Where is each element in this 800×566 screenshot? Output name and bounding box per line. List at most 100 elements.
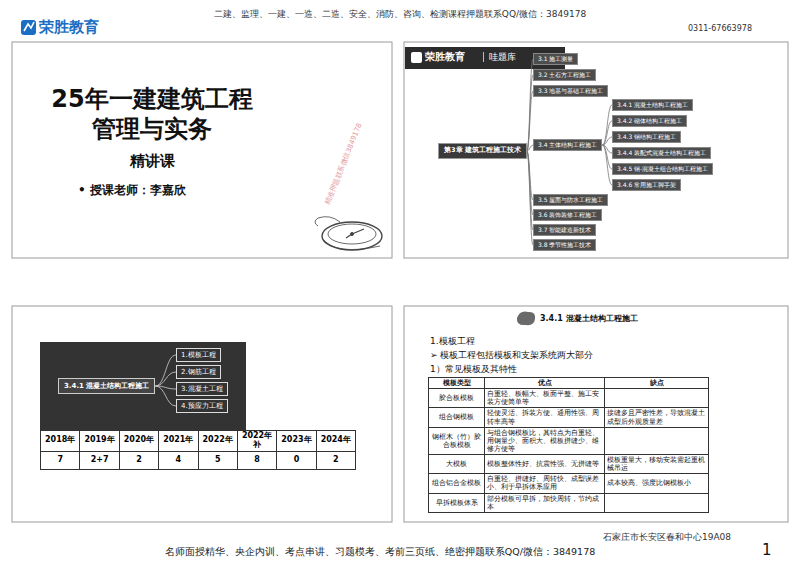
table-cell: 自重轻、板幅大、板面平整、施工安装方便简单等 <box>487 390 602 406</box>
table-cell: 2018年 <box>43 436 77 445</box>
table-cell: 早拆模板体系 <box>431 499 482 507</box>
logo-icon <box>411 52 422 63</box>
clock-illustration <box>315 217 382 250</box>
title-icon <box>517 312 535 326</box>
slide-text: 1 <box>762 542 772 559</box>
slide-text: 二建、监理、一建、一造、二造、安全、消防、咨询、检测课程押题联系QQ/微信：38… <box>0 9 800 19</box>
slide-panel <box>404 306 788 522</box>
topic-box: 3.1 施工测量 <box>533 53 578 65</box>
connector <box>155 372 176 386</box>
table-cell: 4 <box>161 456 195 465</box>
table-cell: 成本较高、强度比钢模板小 <box>607 479 706 487</box>
table-cell: 自重轻、拼缝好、周转快、成型误差小、利于早拆体系应用 <box>487 475 602 491</box>
slide-text: 荣胜教育 <box>425 51 465 63</box>
slide-text: 0311-67663978 <box>688 24 752 33</box>
table-cell: 2 <box>122 456 156 465</box>
topic-text: 4.预应力工程 <box>181 402 223 410</box>
topic-box: 3.4 主体结构工程施工 <box>533 139 602 151</box>
slide-text: 管理与实务 <box>12 116 292 144</box>
topic-box: 3.混凝土工程 <box>176 382 228 395</box>
topic-box: 3.7 智能建造新技术 <box>533 224 596 236</box>
topic-text: 3.8 季节性施工技术 <box>538 241 591 248</box>
table-cell: 胶合板模板 <box>431 394 482 402</box>
topic-text: 3.4 主体结构工程施工 <box>538 141 597 148</box>
slide-text: 哇题库 <box>483 52 516 62</box>
topic-box: 3.4.5 钢-混凝土组合结构工程施工 <box>612 163 713 175</box>
table-cell: 2024年 <box>319 436 353 445</box>
topic-text: 3.7 智能建造新技术 <box>538 226 591 233</box>
table-cell: 部分模板可早拆，加快周转，节约成本 <box>487 495 602 511</box>
slide-text: 1.模板工程 <box>430 336 475 346</box>
topic-box: 1.模板工程 <box>176 348 221 361</box>
year-table: 2018年2019年2020年2021年2022年2022年补2023年2024… <box>40 430 356 470</box>
slide-panel <box>12 306 392 522</box>
table-cell: 2023年 <box>279 436 313 445</box>
slide-text: • 授课老师：李嘉欣 <box>78 184 186 198</box>
mindmap-band <box>40 342 246 430</box>
topic-text: 3.4.3 钢结构工程施工 <box>617 133 676 140</box>
topic-text: 3.4.5 钢-混凝土组合结构工程施工 <box>617 165 708 172</box>
topic-box: 3.4.4 装配式混凝土结构工程施工 <box>612 147 711 159</box>
topic-box: 第3章 建筑工程施工技术 <box>438 143 527 159</box>
table-cell: 轻便灵活、拆装方便、通用性强、周转率高等 <box>487 409 602 425</box>
connector <box>602 105 612 145</box>
topic-text: 3.4.4 装配式混凝土结构工程施工 <box>617 149 706 156</box>
table-cell: 8 <box>240 456 274 465</box>
table-cell: 与组合钢模板比，其特点为自重轻、用钢量少、面积大、模板拼缝少、维修方便等 <box>487 429 602 453</box>
topic-text: 2.钢筋工程 <box>181 368 216 376</box>
topic-box: 3.4.2 砌体结构工程施工 <box>612 115 687 127</box>
template-table: 模板类型优点缺点胶合板模板自重轻、板幅大、板面平整、施工安装方便简单等组合钢模板… <box>428 377 709 513</box>
table-cell: 模板重量大，移动安装需起重机械吊运 <box>607 456 706 472</box>
slide-text: 名师面授精华、央企内训、考点串讲、习题模考、考前三页纸、绝密押题联系QQ/微信：… <box>0 547 760 558</box>
slide-text: 石家庄市长安区春和中心19A08 <box>603 532 731 542</box>
table-cell: 模板整体性好、抗震性强、无拼缝等 <box>487 460 602 468</box>
table-cell: 2019年 <box>82 436 116 445</box>
topic-text: 3.2 土石方工程施工 <box>538 71 591 78</box>
table-cell: 缺点 <box>607 379 706 387</box>
table-cell: 2+7 <box>82 456 116 465</box>
slide-panel <box>404 42 788 258</box>
table-cell: 2022年补 <box>240 432 274 450</box>
topic-box: 3.4.1 混凝土结构工程施工 <box>612 99 693 111</box>
table-cell: 大模板 <box>431 460 482 468</box>
topic-box: 3.2 土石方工程施工 <box>533 69 596 81</box>
slide-text: 荣胜教育 <box>39 19 99 36</box>
topic-text: 3.3 地基与基础工程施工 <box>538 87 603 94</box>
table-cell: 钢框木（竹）胶合板模板 <box>431 433 482 449</box>
table-cell: 7 <box>43 456 77 465</box>
topic-text: 3.4.2 砌体结构工程施工 <box>617 117 682 124</box>
table-cell: 5 <box>201 456 235 465</box>
table-cell: 2021年 <box>161 436 195 445</box>
topic-box: 3.4.1 混凝土结构工程施工 <box>58 378 155 394</box>
slide-panel <box>12 42 392 258</box>
table-cell: 组合铝合金模板 <box>431 479 482 487</box>
slide-text: 25年一建建筑工程 <box>12 86 292 114</box>
topic-text: 3.5 屋面与防水工程施工 <box>538 196 603 203</box>
topic-text: 3.4.6 常用施工脚手架 <box>617 181 676 188</box>
connector <box>155 386 176 406</box>
topic-text: 3.4.1 混凝土结构工程施工 <box>617 101 688 108</box>
topic-text: 3.6 装饰装修工程施工 <box>538 211 597 218</box>
table-cell: 0 <box>279 456 313 465</box>
topic-box: 3.8 季节性施工技术 <box>533 239 596 251</box>
slide-text: 精讲课 <box>12 153 292 170</box>
topic-box: 3.6 装饰装修工程施工 <box>533 209 602 221</box>
slide-text: ➢ 模板工程包括模板和支架系统两大部分 <box>430 350 593 360</box>
table-cell: 2020年 <box>122 436 156 445</box>
topic-box: 4.预应力工程 <box>176 399 228 412</box>
table-cell: 2 <box>319 456 353 465</box>
connector <box>155 355 176 386</box>
topic-text: 3.4.1 混凝土结构工程施工 <box>64 382 149 390</box>
connector <box>602 137 612 145</box>
topic-text: 3.1 施工测量 <box>538 55 573 62</box>
slide-text: 1）常见模板及其特性 <box>430 364 517 374</box>
topic-box: 3.4.3 钢结构工程施工 <box>612 131 681 143</box>
slide-text: 3.4.1 混凝土结构工程施工 <box>540 314 638 323</box>
topic-box: 3.3 地基与基础工程施工 <box>533 85 608 97</box>
topic-box: 2.钢筋工程 <box>176 365 221 378</box>
table-cell: 接缝多且严密性差，导致混凝土成型后外观质量差 <box>607 409 706 425</box>
table-cell: 优点 <box>487 379 602 387</box>
connector <box>602 121 612 145</box>
topic-text: 第3章 建筑工程施工技术 <box>444 147 521 155</box>
table-cell: 模板类型 <box>431 379 482 387</box>
